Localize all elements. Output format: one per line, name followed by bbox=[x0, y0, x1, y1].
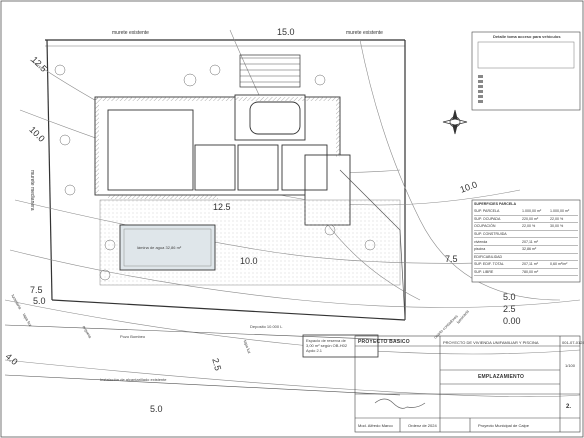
tb-scale: 1/100 bbox=[565, 363, 576, 368]
pump-label: Pozo Bombeo bbox=[120, 334, 146, 339]
dim-right-25: 2.5 bbox=[503, 304, 516, 314]
house bbox=[94, 94, 351, 226]
summary-cell-label: SUP. PARCELA bbox=[474, 209, 500, 214]
summary-cell-v1: 207,11 m² bbox=[522, 239, 538, 244]
pool-label: lámina de agua 32,86 m² bbox=[137, 245, 182, 250]
dim-left-75: 7.5 bbox=[30, 285, 43, 295]
summary-row: vivienda 207,11 m² bbox=[474, 238, 578, 246]
terrace-paving bbox=[99, 199, 401, 286]
summary-cell-v1 bbox=[522, 232, 550, 236]
summary-row: EDIFICABILIDAD bbox=[474, 254, 578, 262]
summary-cell-label: SUP. EDIF. TOTAL bbox=[474, 262, 504, 267]
dim-bottom-25: 2.5 bbox=[210, 357, 224, 372]
trees bbox=[54, 64, 376, 281]
summary-table: SUPERFICIES PARCELA SUP. PARCELA 1.000,00… bbox=[474, 202, 578, 277]
summary-cell-v2: 30,00 % bbox=[550, 224, 564, 229]
legend-title: Detalle toma acceso para vehículos bbox=[493, 34, 561, 39]
summary-cell-label: SUP. OCUPADA bbox=[474, 216, 501, 221]
tb-architect: Mod. Alfredo Marco bbox=[358, 423, 393, 428]
summary-cell-v2: 0,60 m²/m² bbox=[550, 262, 568, 267]
tank-label: Deposito 10.000 L bbox=[250, 324, 283, 329]
summary-cell-label: vivienda bbox=[474, 239, 488, 244]
tb-sheet-title: EMPLAZAMIENTO bbox=[478, 374, 525, 380]
tb-sheet-number: 2. bbox=[566, 404, 572, 410]
summary-cell-v2 bbox=[550, 270, 578, 274]
title-block-lines bbox=[354, 335, 581, 433]
summary-row: SUP. LIBRE 780,00 m² bbox=[474, 269, 578, 277]
summary-cell-v2: 1.000,00 m² bbox=[550, 209, 570, 214]
hatched-walls bbox=[95, 97, 340, 199]
dim-bottom-5: 5.0 bbox=[150, 404, 163, 414]
pool bbox=[119, 224, 216, 271]
summary-cell-label: piscina bbox=[474, 247, 486, 252]
summary-table-rows: SUP. PARCELA 1.000,00 m² 1.000,00 m² SUP. O… bbox=[474, 208, 578, 277]
tb-description: PROYECTO DE VIVIENDA UNIFAMILIAR Y PISCI… bbox=[443, 340, 539, 345]
summary-row: SUP. PARCELA 1.000,00 m² 1.000,00 m² bbox=[474, 208, 578, 216]
summary-row: SUP. OCUPADA 220,00 m² 22,00 % bbox=[474, 216, 578, 224]
summary-row: piscina 32,86 m² bbox=[474, 246, 578, 254]
boundary-label-top-right: murete existente bbox=[346, 30, 383, 36]
summary-row: OCUPACIÓN 22,00 % 30,00 % bbox=[474, 223, 578, 231]
boundary-label-left: murete medianera bbox=[29, 170, 35, 211]
sewer-note: Instalación de alcantarillado existente bbox=[100, 377, 167, 382]
summary-cell-v1: 22,00 % bbox=[522, 224, 536, 229]
summary-cell-v2 bbox=[550, 240, 578, 244]
stairs bbox=[240, 57, 300, 83]
summary-cell-v1: 780,00 m² bbox=[522, 270, 539, 275]
dim-right-lower: 7.5 bbox=[445, 254, 458, 264]
summary-cell-label: SUP. LIBRE bbox=[474, 270, 494, 275]
legend-swatches bbox=[478, 75, 483, 103]
plot-boundary-left bbox=[46, 39, 53, 301]
north-arrow-icon bbox=[442, 109, 468, 135]
dim-center-10: 10.0 bbox=[240, 256, 258, 266]
boundary-label-top-left: murete existente bbox=[112, 30, 149, 36]
summary-cell-v1: 220,00 m² bbox=[522, 216, 539, 221]
summary-table-title: SUPERFICIES PARCELA bbox=[474, 202, 517, 206]
summary-row: SUP. EDIF. TOTAL 207,11 m² 0,60 m²/m² bbox=[474, 261, 578, 269]
summary-cell-label: SUP. CONSTRUIDA bbox=[474, 232, 507, 237]
dim-center: 12.5 bbox=[213, 202, 231, 212]
tb-location: Ordenz de 2024 bbox=[408, 423, 437, 428]
street bbox=[4, 324, 401, 396]
summary-cell-v2 bbox=[550, 247, 578, 251]
summary-cell-v2: 22,00 % bbox=[550, 216, 564, 221]
dim-right-5: 5.0 bbox=[503, 292, 516, 302]
parking-reserve-label: Espacio de reserva de 3,00 m² según OB-H… bbox=[306, 338, 348, 354]
dim-right-00: 0.00 bbox=[503, 316, 521, 326]
tb-date: 001-07-0124 bbox=[562, 340, 584, 345]
tb-project-type: PROYECTO BASICO bbox=[358, 339, 410, 345]
summary-cell-label: OCUPACIÓN bbox=[474, 224, 496, 229]
legend-box bbox=[471, 31, 581, 111]
summary-cell-v2 bbox=[550, 232, 578, 236]
summary-row: SUP. CONSTRUIDA bbox=[474, 231, 578, 239]
summary-cell-label: EDIFICABILIDAD bbox=[474, 254, 503, 259]
dim-top: 15.0 bbox=[277, 27, 295, 37]
summary-cell-v1: 1.000,00 m² bbox=[522, 209, 542, 214]
dim-left-50: 5.0 bbox=[33, 296, 46, 306]
summary-cell-v1 bbox=[522, 255, 550, 259]
plot-boundary-bottom bbox=[51, 299, 406, 321]
summary-cell-v1: 207,11 m² bbox=[522, 262, 538, 267]
tb-promoter: Proyecto Municipal de Calpe bbox=[478, 423, 529, 428]
summary-cell-v2 bbox=[550, 255, 578, 259]
architect-signature bbox=[374, 398, 426, 409]
summary-cell-v1: 32,86 m² bbox=[522, 247, 537, 252]
